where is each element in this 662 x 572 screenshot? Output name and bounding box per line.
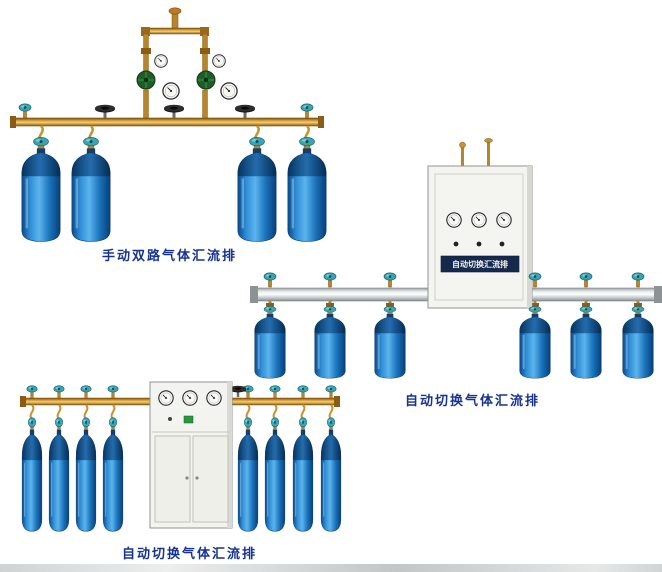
shutoff-handwheel	[235, 104, 255, 118]
pressure-gauge	[212, 54, 226, 68]
valve-knob	[297, 385, 309, 399]
rail-end-cap	[654, 286, 662, 303]
indicator-light	[476, 241, 482, 247]
pigtail-tube	[245, 404, 251, 420]
gas-cylinder	[518, 305, 552, 380]
right-regulator-stem	[202, 89, 208, 121]
connector-nut	[582, 303, 590, 307]
pigtail-tube	[300, 404, 306, 420]
auto-changeover-manifold-illustration: 自动切换汇流排	[250, 138, 662, 380]
pressure-gauge	[496, 212, 512, 228]
gas-cylinder	[291, 416, 315, 533]
pressure-gauge	[182, 390, 198, 406]
valve-knob	[53, 385, 65, 399]
valve-knob	[579, 272, 593, 288]
connector-nut	[266, 303, 274, 307]
pressure-gauge	[446, 212, 462, 228]
top-inlet-valve	[168, 7, 182, 31]
cabinet-side-shade	[227, 382, 232, 528]
connector-nut	[386, 303, 394, 307]
valve-knob	[269, 385, 281, 399]
pipe-end-cap	[318, 116, 324, 128]
gas-cylinder	[621, 305, 655, 380]
pigtail-tube	[272, 404, 278, 420]
cabinet-side-shade	[527, 166, 532, 308]
control-cabinet: 自动切换汇流排	[427, 138, 533, 309]
pressure-gauge	[471, 212, 487, 228]
gas-cylinder	[569, 305, 603, 380]
door-handle	[185, 476, 189, 480]
cabinet-label-text: 自动切换汇流排	[452, 259, 508, 269]
gas-cylinder	[319, 416, 343, 533]
cabinet-top-valve-knob	[484, 138, 493, 143]
caption-auto-changeover-manifold: 自动切换气体汇流排	[405, 393, 541, 408]
left-regulator-stem	[143, 89, 149, 121]
caption-manual-dual-manifold: 手动双路气体汇流排	[102, 248, 238, 263]
pipe-union-nut	[141, 48, 151, 54]
green-button	[183, 415, 194, 424]
pigtail-tube	[328, 404, 334, 420]
gas-cylinder	[70, 136, 112, 243]
gas-cylinder	[263, 416, 287, 533]
valve-knob	[263, 272, 277, 288]
pigtail-tube	[83, 404, 89, 420]
gas-cylinder	[373, 305, 407, 380]
shutoff-handwheel	[164, 104, 184, 118]
valve-knob	[26, 385, 38, 399]
connector-nut	[326, 303, 334, 307]
pipe-end-cap	[334, 396, 340, 407]
indicator-light	[453, 241, 459, 247]
right-regulator-knob	[196, 70, 216, 90]
control-cabinet	[149, 381, 233, 529]
pigtail-tube	[56, 404, 62, 420]
left-regulator-knob	[136, 70, 156, 90]
gas-cylinder	[253, 305, 287, 380]
pigtail-tube	[29, 404, 35, 420]
valve-knob	[383, 272, 397, 288]
gas-cylinder	[101, 416, 125, 533]
gas-cylinder	[236, 416, 260, 533]
indicator-light	[499, 241, 505, 247]
cabinet-door-right	[192, 435, 229, 523]
manifold-main-pipe	[13, 117, 321, 127]
cabinet-door-left	[154, 435, 191, 523]
pipe-end-cap	[10, 116, 16, 128]
pressure-gauge	[206, 390, 222, 406]
valve-knob	[18, 103, 32, 119]
connector-nut	[634, 303, 642, 307]
rail-end-cap	[250, 286, 258, 303]
bottom-border	[0, 564, 662, 572]
pressure-gauge	[162, 82, 180, 100]
cabinet-top-valve	[461, 146, 464, 168]
gas-cylinder	[20, 416, 44, 533]
pressure-gauge	[158, 390, 174, 406]
caption-auto-changeover-cabinet-manifold: 自动切换气体汇流排	[122, 546, 258, 561]
gas-cylinder	[313, 305, 347, 380]
cabinet-door-seam	[434, 173, 524, 301]
indicator-light	[168, 417, 172, 421]
pipe-end-cap	[20, 396, 26, 407]
cabinet-top-valve	[487, 140, 490, 168]
cabinet-body	[427, 165, 533, 309]
gas-cylinder	[47, 416, 71, 533]
pressure-gauge	[154, 54, 168, 68]
valve-knob	[300, 103, 314, 119]
valve-knob	[107, 385, 119, 399]
header-pipe	[141, 27, 209, 36]
auto-changeover-cabinet-manifold-illustration	[20, 381, 343, 533]
gas-cylinder	[20, 136, 62, 243]
gas-cylinder	[74, 416, 98, 533]
pressure-gauge	[220, 82, 238, 100]
pipe-union-nut	[200, 48, 210, 54]
valve-knob	[631, 272, 645, 288]
valve-knob	[80, 385, 92, 399]
cabinet-top-valve-knob	[459, 141, 466, 149]
shutoff-handwheel	[95, 104, 115, 118]
door-handle	[195, 476, 199, 480]
pigtail-tube	[110, 404, 116, 420]
cabinet-label-plate	[440, 255, 520, 273]
connector-nut	[531, 303, 539, 307]
valve-knob	[323, 272, 337, 288]
manual-dual-manifold-illustration	[10, 7, 328, 243]
